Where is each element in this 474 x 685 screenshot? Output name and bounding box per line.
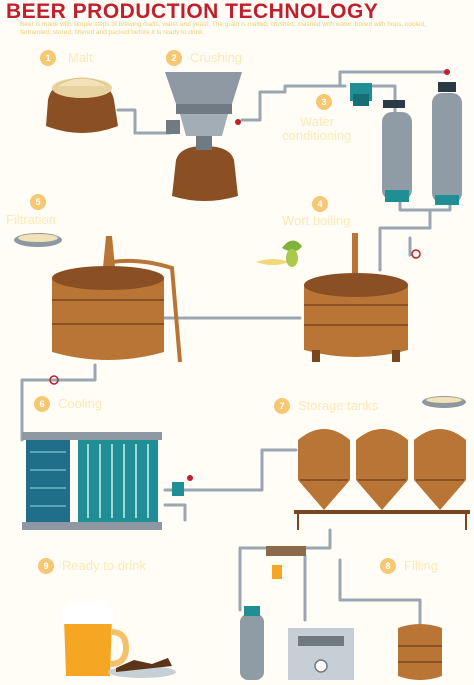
step-label: Cooling xyxy=(58,396,102,411)
step-number: 1 xyxy=(45,53,50,63)
step-label: Filtration xyxy=(6,212,56,227)
step-number: 3 xyxy=(321,97,326,107)
step-3: 3 Water conditioning xyxy=(282,94,351,143)
step-label-line2: conditioning xyxy=(282,128,351,143)
pipe-water-top xyxy=(368,84,397,114)
pipe-cooling-branch xyxy=(163,503,187,522)
step-badge xyxy=(274,398,290,414)
malt-sack xyxy=(46,77,118,133)
step-9: 9 Ready to drink xyxy=(38,558,146,574)
step-badge xyxy=(30,194,46,210)
step-number: 9 xyxy=(43,561,48,571)
heat-exchanger xyxy=(22,432,193,530)
pipe-storage-to-filling xyxy=(238,528,332,612)
step-badge xyxy=(38,558,54,574)
step-label: Wort boiling xyxy=(282,213,350,228)
storage-tank-3 xyxy=(414,429,466,510)
step-label: Filling xyxy=(404,558,438,573)
pipe-water-to-wort xyxy=(378,208,432,272)
step-2: 2 Crushing xyxy=(166,50,242,66)
water-conditioning xyxy=(350,69,462,259)
filtration-tank xyxy=(14,233,182,385)
step-6: 6 Cooling xyxy=(34,396,102,412)
step-number: 5 xyxy=(35,197,40,207)
wort-kettle xyxy=(256,233,408,362)
step-number: 7 xyxy=(279,401,284,411)
step-number: 8 xyxy=(385,561,390,571)
step-number: 4 xyxy=(317,199,322,209)
step-badge xyxy=(316,94,332,110)
step-1: 1 Malt xyxy=(40,50,93,66)
step-badge xyxy=(312,196,328,212)
step-label: Malt xyxy=(68,50,93,65)
step-badge xyxy=(34,396,50,412)
step-7: 7 Storage tanks xyxy=(274,398,379,414)
filling-station xyxy=(240,546,442,680)
storage-tank-2 xyxy=(356,429,408,510)
step-badge xyxy=(380,558,396,574)
pipe-filling-right xyxy=(338,558,422,630)
step-badge xyxy=(40,50,56,66)
step-label: Ready to drink xyxy=(62,558,146,573)
step-badge xyxy=(166,50,182,66)
step-8: 8 Filling xyxy=(380,558,438,574)
storage-tanks xyxy=(294,396,470,530)
step-5: 5 Filtration xyxy=(6,194,56,227)
step-4: 4 Wort boiling xyxy=(282,196,350,228)
storage-tank-1 xyxy=(298,429,350,510)
step-label: Water xyxy=(300,114,335,129)
intro-text: Beer is made with simple steps of brewin… xyxy=(20,21,426,36)
pipe-cooling-to-storage xyxy=(163,448,298,492)
pipe-crusher-to-water xyxy=(240,84,347,122)
grain-crusher xyxy=(165,72,242,201)
pipe-malt-to-crusher xyxy=(116,108,172,135)
step-label: Storage tanks xyxy=(298,398,379,413)
step-number: 2 xyxy=(171,53,176,63)
page-title: BEER PRODUCTION TECHNOLOGY xyxy=(6,0,379,23)
step-label: Crushing xyxy=(190,50,242,65)
pipe-water-inlet xyxy=(338,70,447,88)
step-number: 6 xyxy=(39,399,44,409)
beer-mug xyxy=(62,600,176,678)
